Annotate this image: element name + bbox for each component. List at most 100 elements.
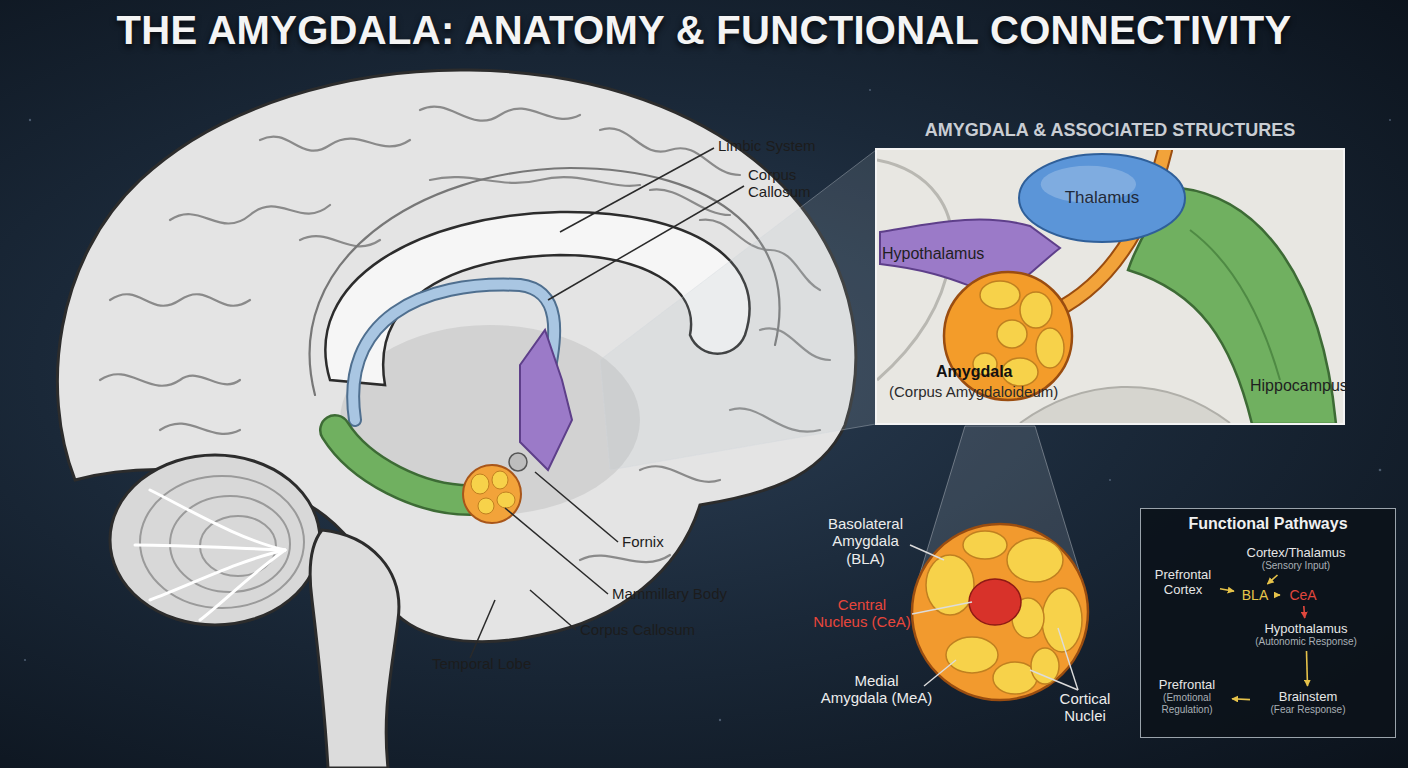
svg-g — [926, 531, 1082, 694]
box-heading: Functional Pathways — [1141, 515, 1395, 533]
pathway-step: Prefrontal Cortex — [1149, 567, 1217, 597]
svg-path — [912, 602, 972, 614]
pathway-box: Functional PathwaysCortex/Thalamus(Senso… — [1140, 508, 1396, 738]
fornix — [353, 285, 554, 420]
svg-ellipse — [140, 476, 304, 608]
svg-ellipse — [963, 531, 1007, 559]
svg-path — [910, 545, 944, 560]
part-label: Amygdala — [936, 363, 1012, 381]
hippocampus — [335, 430, 470, 500]
svg-path — [430, 177, 640, 186]
part-label: Cortical Nuclei — [1048, 690, 1122, 725]
svg-path — [760, 328, 830, 360]
svg-path — [600, 128, 740, 175]
gyri — [100, 107, 830, 563]
svg-ellipse — [993, 662, 1037, 694]
pathway-arrow — [1307, 651, 1308, 686]
part-label: Hippocampus — [1250, 377, 1348, 395]
svg-path — [100, 374, 240, 386]
svg-path — [200, 550, 285, 620]
structure-name: Thalamus — [1065, 188, 1140, 208]
svg-path — [700, 220, 820, 290]
pathway-arrow — [1303, 606, 1305, 618]
leader-lines — [470, 148, 744, 658]
hypothalamus — [520, 330, 572, 470]
svg-path — [260, 137, 410, 151]
brainstem — [310, 530, 399, 768]
svg-circle — [29, 119, 31, 121]
svg-path — [420, 107, 580, 121]
svg-circle — [1389, 119, 1391, 121]
pathway-arrow — [1220, 589, 1234, 592]
hippocampus-outline — [335, 430, 470, 500]
svg-path — [150, 550, 285, 600]
step-name: Hypothalamus — [1236, 621, 1376, 636]
part-label: (Corpus Amygdaloideum) — [889, 383, 1058, 400]
part-label: Corpus Callosum — [748, 166, 828, 201]
svg-ellipse — [926, 555, 974, 615]
part-label: Central Nucleus (CeA) — [812, 596, 912, 631]
svg-path — [548, 186, 744, 300]
fornix-outline — [353, 285, 554, 420]
svg-path — [924, 660, 956, 686]
svg-circle — [869, 89, 871, 91]
step-note: (Fear Response) — [1253, 704, 1363, 716]
step-note: (Sensory Input) — [1236, 560, 1356, 572]
part-label: Mammillary Body — [612, 585, 727, 602]
cerebellum — [110, 455, 320, 625]
step-name: Prefrontal Cortex — [1149, 567, 1217, 597]
svg-circle — [912, 524, 1088, 700]
svg-ellipse — [1031, 648, 1059, 684]
svg-path — [730, 408, 820, 431]
svg-ellipse — [946, 637, 998, 673]
step-name: Cortex/Thalamus — [1236, 545, 1356, 560]
svg-g — [135, 490, 285, 620]
medial-region — [340, 325, 640, 515]
mammillary-body — [509, 453, 527, 471]
panel-heading: AMYGDALA & ASSOCIATED STRUCTURES — [875, 118, 1345, 148]
pathway-step: Prefrontal(Emotional Regulation) — [1145, 677, 1229, 716]
pathway-arrow — [1276, 594, 1280, 596]
inset-panel: AMYGDALA & ASSOCIATED STRUCTURES Thalamus — [875, 118, 1345, 425]
part-label: Hypothalamus — [882, 245, 984, 263]
svg-path — [135, 545, 285, 550]
zoom-wedge — [918, 426, 1082, 580]
amygdala-lobes — [471, 471, 515, 514]
pathway-step: BLA — [1237, 587, 1273, 603]
step-note: (Emotional Regulation) — [1145, 692, 1229, 716]
svg-path — [1058, 628, 1078, 690]
svg-path — [470, 600, 495, 658]
step-name: BLA — [1237, 587, 1273, 603]
part-label: Medial Amygdala (MeA) — [820, 672, 933, 707]
zoom-wedge — [600, 150, 876, 470]
svg-path — [530, 590, 576, 630]
svg-path — [535, 472, 618, 542]
part-label: Limbic System — [718, 137, 816, 154]
part-label: Temporal Lobe — [432, 655, 531, 672]
thalamus-shape — [1019, 154, 1185, 242]
inset-frame: Thalamus — [875, 148, 1345, 425]
diagram-title: THE AMYGDALA: ANATOMY & FUNCTIONAL CONNE… — [0, 8, 1408, 53]
part-label: Corpus Callosum — [580, 621, 695, 638]
svg-path — [150, 490, 285, 550]
svg-path — [505, 508, 608, 594]
amygdala — [463, 465, 521, 523]
svg-ellipse — [497, 492, 515, 508]
svg-path — [110, 294, 250, 306]
step-name: Prefrontal — [1145, 677, 1229, 692]
svg-ellipse — [170, 496, 290, 592]
svg-path — [1030, 670, 1078, 690]
svg-circle — [1379, 469, 1382, 472]
cerebrum — [57, 70, 855, 642]
leader-lines — [910, 545, 1078, 690]
svg-path — [310, 168, 780, 395]
pathway-step: Hypothalamus(Autonomic Response) — [1236, 621, 1376, 648]
step-note: (Autonomic Response) — [1236, 636, 1376, 648]
svg-path — [580, 555, 670, 562]
svg-path — [640, 466, 720, 482]
svg-path — [560, 148, 714, 232]
svg-circle — [24, 659, 26, 661]
